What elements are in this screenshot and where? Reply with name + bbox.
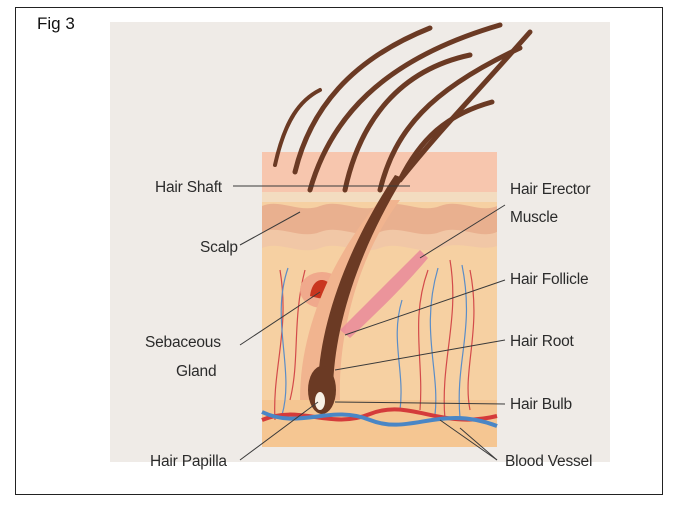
label-erector-line1: Hair Erector xyxy=(510,181,590,198)
label-sebaceous-line2: Gland xyxy=(176,363,216,380)
label-sebaceous-line1: Sebaceous xyxy=(145,334,221,351)
label-blood-vessel: Blood Vessel xyxy=(505,453,592,470)
label-hair-shaft: Hair Shaft xyxy=(155,179,223,196)
label-hair-root: Hair Root xyxy=(510,333,575,350)
label-hair-follicle: Hair Follicle xyxy=(510,271,588,288)
hair-papilla xyxy=(315,392,325,410)
label-erector-line2: Muscle xyxy=(510,209,558,226)
label-scalp: Scalp xyxy=(200,239,238,256)
label-hair-papilla: Hair Papilla xyxy=(150,453,227,470)
label-hair-bulb: Hair Bulb xyxy=(510,396,572,413)
